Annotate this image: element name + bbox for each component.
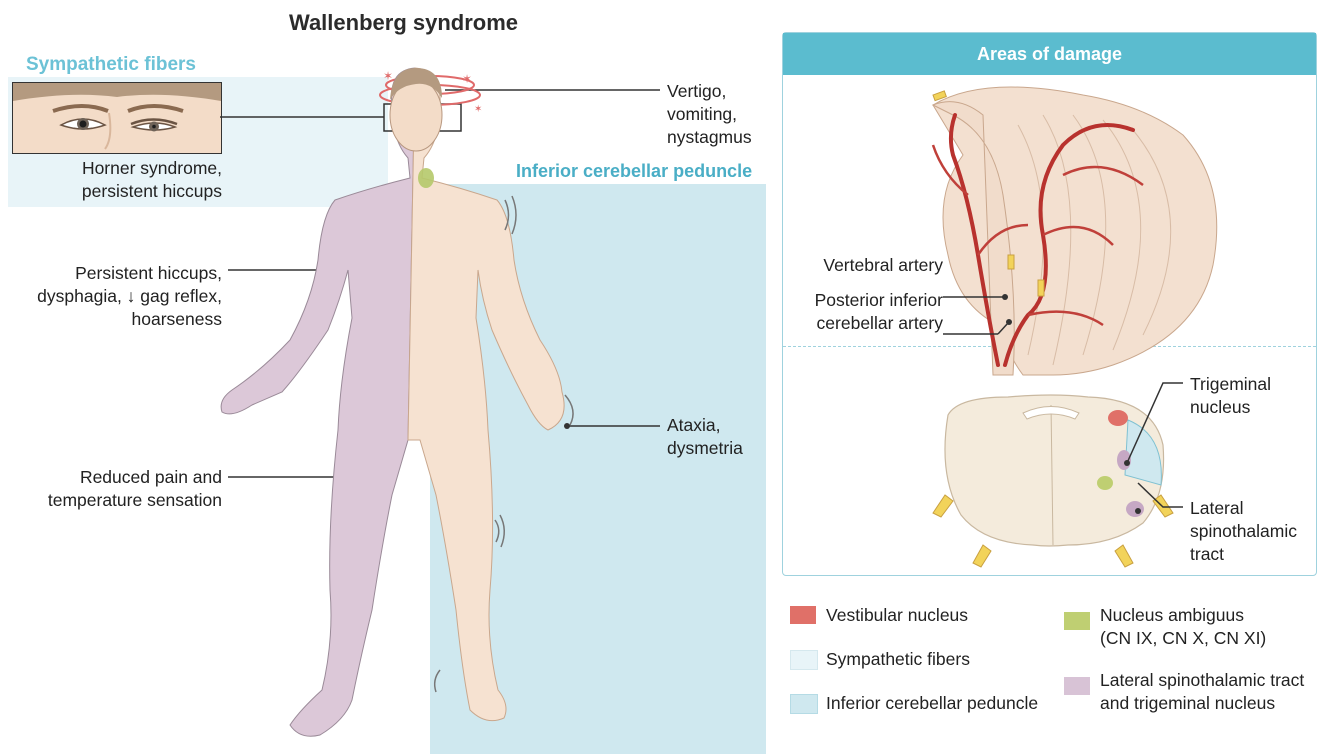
ataxia-label: Ataxia,dysmetria (667, 414, 743, 460)
legend-swatch (790, 650, 818, 670)
svg-text:✶: ✶ (383, 69, 393, 83)
panel-title: Areas of damage (783, 33, 1316, 75)
legend-swatch (1064, 677, 1090, 695)
legend-swatch (1064, 612, 1090, 630)
legend-swatch (790, 694, 818, 714)
vertebral-artery-label: Vertebral artery (823, 254, 943, 277)
areas-of-damage-panel: Areas of damage (782, 32, 1317, 576)
horner-syndrome-label: Horner syndrome,persistent hiccups (82, 157, 222, 203)
legend-swatch (790, 606, 816, 624)
vertigo-label: Vertigo,vomiting,nystagmus (667, 80, 752, 149)
svg-text:✶: ✶ (462, 72, 472, 86)
body-figure-illustration: ✶ ✶ ✶ (0, 0, 780, 754)
dysphagia-label: Persistent hiccups,dysphagia, ↓ gag refl… (37, 262, 222, 331)
svg-text:✶: ✶ (474, 104, 482, 115)
